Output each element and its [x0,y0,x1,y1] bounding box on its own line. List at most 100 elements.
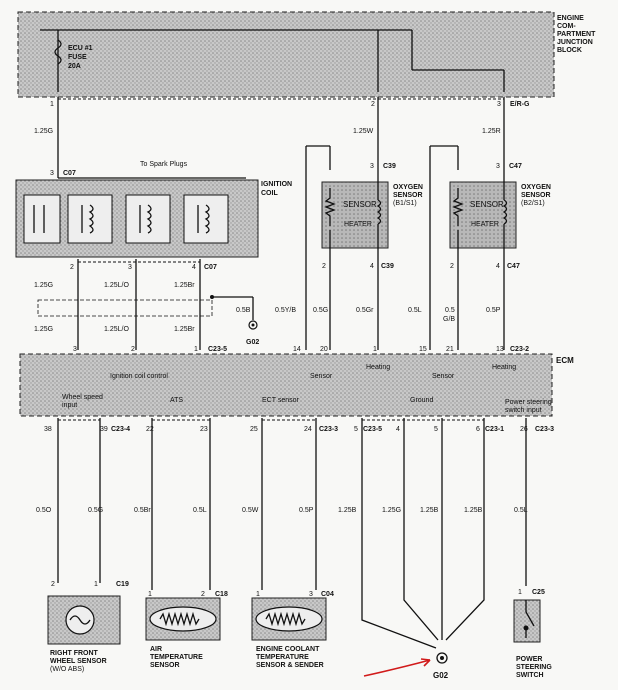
ecm-pin-1b: 1 [373,346,377,353]
o2-wire-1: 0.5Y/B [275,307,296,314]
wire-1-25w: 1.25W [353,128,374,135]
jb-label-2: COM- [557,23,576,30]
ect-sensor [251,597,327,641]
o2b1-label-3: (B1/S1) [393,200,417,207]
o2-wire-3: 0.5Gr [356,307,374,314]
ecm-bpin-38: 38 [44,426,52,433]
oxygen-sensor-b1 [305,145,389,350]
bwire-0-5g: 0.5G [88,507,103,514]
c04-label-3: SENSOR & SENDER [256,662,324,669]
fuse-label-3: 20A [68,63,81,70]
ecm-bconn-c23-3a: C23-3 [319,426,338,433]
ign-wire-upper-1: 1.25G [34,282,53,289]
ecm-pin-20: 20 [320,346,328,353]
fuse-label-2: FUSE [68,54,87,61]
jb-e-r-g: E/R-G [510,101,530,108]
power-steering-switch [513,599,541,643]
ecm-block [19,353,553,417]
ecm-bpin-5b: 5 [434,426,438,433]
ign-conn-bottom: C07 [204,264,217,271]
o2-wire-7: 0.5P [486,307,501,314]
fuse-label-1: ECU #1 [68,45,93,52]
ecm-group-ignition: Ignition coil control [110,373,168,380]
wheel-speed-sensor [47,595,121,645]
ecm-bpin-26: 26 [520,426,528,433]
ecm-bpin-24: 24 [304,426,312,433]
ecm-label: ECM [556,356,574,365]
ecm-bpin-25: 25 [250,426,258,433]
g02-mid-ground [210,295,258,330]
bwire-0-5br: 0.5Br [134,507,151,514]
ecm-pin-2: 2 [131,346,135,353]
ecm-bconn-c23-1: C23-1 [485,426,504,433]
c18-label-2: TEMPERATURE [150,654,203,661]
o2b1-label-1: OXYGEN [393,184,423,191]
jb-pin-2: 2 [371,101,375,108]
ecm-group-ats: ATS [170,397,183,404]
c25-label-1: POWER [516,656,542,663]
c04-pin-3: 3 [309,591,313,598]
g02-bottom-ground [436,652,448,664]
bwire-1-25g: 1.25G [382,507,401,514]
ecm-bpin-39: 39 [100,426,108,433]
o2b2-label-1: OXYGEN [521,184,551,191]
bwire-0-5w: 0.5W [242,507,259,514]
g02-bottom-label: G02 [433,671,449,680]
ecm-group-wheel-2: input [62,402,77,409]
o2b2-pin-top: 3 [496,163,500,170]
bwire-0-5p: 0.5P [299,507,314,514]
ign-wire-lower-2: 1.25L/O [104,326,129,333]
junction-block: ECU #1 FUSE 20A [17,11,555,98]
c04-pin-1: 1 [256,591,260,598]
o2b1-pin-top: 3 [370,163,374,170]
c18-pin-2: 2 [201,591,205,598]
jb-pin-1: 1 [50,101,54,108]
ecm-conn-c23-2: C23-2 [510,346,529,353]
c18-conn: C18 [215,591,228,598]
ecm-bconn-c23-3b: C23-3 [535,426,554,433]
ecm-pin-1a: 1 [194,346,198,353]
ecm-pin-21: 21 [446,346,454,353]
o2-wire-4: 0.5L [408,307,422,314]
ign-wire-lower-3: 1.25Br [174,326,195,333]
o2b2-pin-bottom-2: 2 [450,263,454,270]
bwire-0-5l-b: 0.5L [514,507,528,514]
ecm-pin-14: 14 [293,346,301,353]
o2b2-conn-bottom: C47 [507,263,520,270]
ecm-group-heating-2: Heating [492,364,516,371]
o2b2-conn-top: C47 [509,163,522,170]
o2b1-label-2: SENSOR [393,192,423,199]
ecm-bconn-c23-5: C23-5 [363,426,382,433]
ecm-conn-c23-5: C23-5 [208,346,227,353]
o2b1-heater: HEATER [344,221,372,228]
jb-pin-3: 3 [497,101,501,108]
o2b1-pin-bottom-2: 2 [322,263,326,270]
c25-label-2: STEERING [516,664,552,671]
ecm-pin-15: 15 [419,346,427,353]
bwire-1-25b-b: 1.25B [420,507,439,514]
wire-1-25r: 1.25R [482,128,501,135]
ign-pin-bottom-3: 3 [128,264,132,271]
ign-label-2: COIL [261,190,278,197]
bottom-wiring [57,418,527,649]
bwire-0-5l-a: 0.5L [193,507,207,514]
o2b2-sensor: SENSOR [470,200,504,209]
bwire-1-25b-a: 1.25B [338,507,357,514]
ign-wire-upper-3: 1.25Br [174,282,195,289]
bwire-0-5o: 0.5O [36,507,52,514]
ign-pin-bottom-4: 4 [192,264,196,271]
ecm-bpin-23: 23 [200,426,208,433]
ign-wire-upper-2: 1.25L/O [104,282,129,289]
c25-conn: C25 [532,589,545,596]
ecm-bpin-5a: 5 [354,426,358,433]
air-temperature-sensor [145,597,221,641]
ign-label-1: IGNITION [261,181,292,188]
ign-pin-3: 3 [50,170,54,177]
ecm-group-ps-2: switch input [505,407,542,414]
c19-label-1: RIGHT FRONT [50,650,99,657]
g02-mid-wire: 0.5B [236,307,251,314]
o2b2-pin-bottom-4: 4 [496,263,500,270]
ecm-bpin-4: 4 [396,426,400,433]
